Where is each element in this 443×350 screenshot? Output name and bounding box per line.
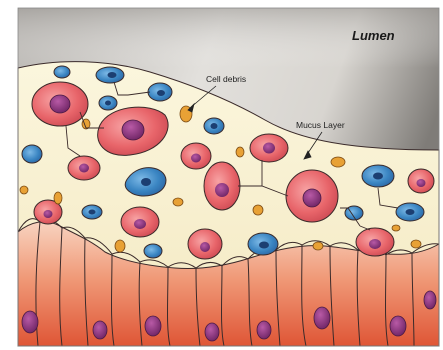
lumen-label: Lumen (352, 28, 395, 43)
neutrophil-cell-icon (204, 162, 240, 210)
immune-cell-icon (148, 83, 172, 101)
neutrophil-cell-icon (286, 170, 338, 222)
cell-debris-icon (331, 157, 345, 167)
cell-debris-icon (236, 147, 244, 157)
cell-debris-icon (115, 240, 125, 252)
neutrophil-cell-icon (356, 228, 394, 256)
neutrophil-cell-icon (408, 169, 434, 193)
cell-debris-label: Cell debris (206, 74, 246, 84)
cell-debris-icon (54, 192, 62, 204)
immune-cell-icon (82, 205, 102, 219)
immune-cell-icon (144, 244, 162, 258)
mucus-layer-label: Mucus Layer (296, 120, 345, 130)
neutrophil-cell-icon (32, 82, 88, 126)
immune-cell-icon (96, 67, 124, 83)
immune-cell-icon (204, 118, 224, 134)
immune-cell-icon (99, 96, 117, 110)
immune-cell-icon (362, 165, 394, 187)
immune-cell-icon (54, 66, 70, 78)
immune-cell-icon (396, 203, 424, 221)
neutrophil-cell-icon (68, 156, 100, 180)
cell-debris-icon (313, 242, 323, 250)
neutrophil-cell-icon (121, 207, 159, 237)
cell-debris-icon (253, 205, 263, 215)
neutrophil-cell-icon (250, 134, 288, 162)
cell-debris-icon (173, 198, 183, 206)
cell-debris-icon (20, 186, 28, 194)
immune-cell-icon (248, 233, 278, 255)
neutrophil-cell-icon (188, 229, 222, 259)
neutrophil-cell-icon (181, 143, 211, 169)
immune-cell-icon (22, 145, 42, 163)
cell-debris-icon (411, 240, 421, 248)
cell-debris-icon (392, 225, 400, 231)
